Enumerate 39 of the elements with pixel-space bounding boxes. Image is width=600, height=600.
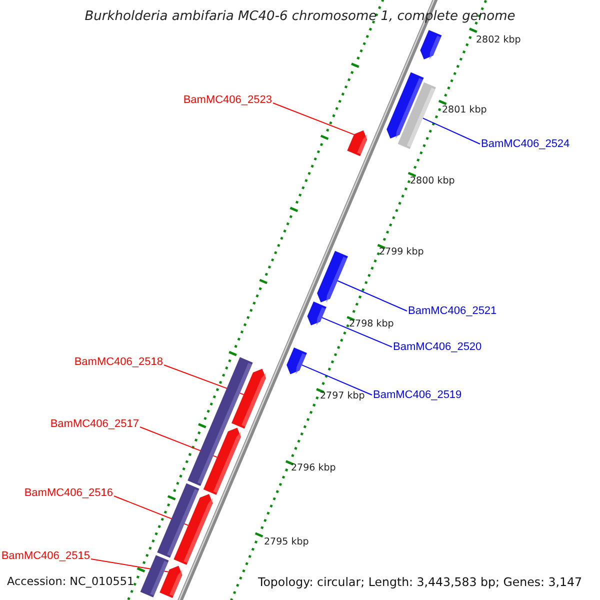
gene-label: BamMC406_2523 — [183, 93, 272, 107]
leader-line — [301, 364, 372, 396]
gene-feature — [347, 130, 368, 156]
gene-label: BamMC406_2516 — [24, 486, 113, 500]
scale-label: 2799 kbp — [379, 246, 424, 258]
gene-label: BamMC406_2524 — [481, 137, 570, 151]
scale-label: 2800 kbp — [410, 176, 455, 186]
gene-label: BamMC406_2520 — [393, 340, 482, 354]
gene-feature — [160, 566, 182, 598]
scale-label: 2796 kbp — [291, 462, 336, 474]
gene-label: BamMC406_2519 — [373, 388, 462, 402]
leader-line — [422, 118, 480, 144]
scale-label: 2797 kbp — [320, 390, 365, 402]
gene-label: BamMC406_2521 — [408, 304, 497, 318]
leader-line — [337, 280, 408, 312]
genome-summary: Topology: circular; Length: 3,443,583 bp; Genes: 3,147 — [258, 574, 582, 591]
feature-bar — [140, 555, 169, 598]
scale-label: 2795 kbp — [264, 536, 309, 548]
accession-text: Accession: NC_010551 — [7, 574, 134, 590]
feature-bar — [398, 82, 436, 149]
scale-label: 2801 kbp — [442, 104, 487, 116]
gene-feature — [232, 368, 266, 429]
gene-feature — [307, 302, 326, 326]
gene-feature — [386, 72, 424, 139]
feature-bar — [188, 357, 253, 486]
gene-feature — [174, 494, 213, 565]
gene-feature — [420, 30, 442, 60]
scale-label: 2802 kbp — [476, 34, 521, 46]
title: Burkholderia ambifaria MC40-6 chromosome 1, complete genome — [84, 8, 516, 26]
leader-line — [272, 102, 354, 136]
gene-label: BamMC406_2517 — [50, 417, 139, 431]
scale-label: 2798 kbp — [349, 318, 394, 330]
gene-feature — [286, 348, 307, 374]
gene-label: BamMC406_2518 — [74, 355, 163, 369]
gene-feature — [203, 428, 241, 495]
feature-bar — [157, 483, 200, 558]
gene-label: BamMC406_2515 — [1, 549, 90, 563]
leader-line — [321, 317, 392, 348]
gene-feature — [317, 250, 348, 303]
